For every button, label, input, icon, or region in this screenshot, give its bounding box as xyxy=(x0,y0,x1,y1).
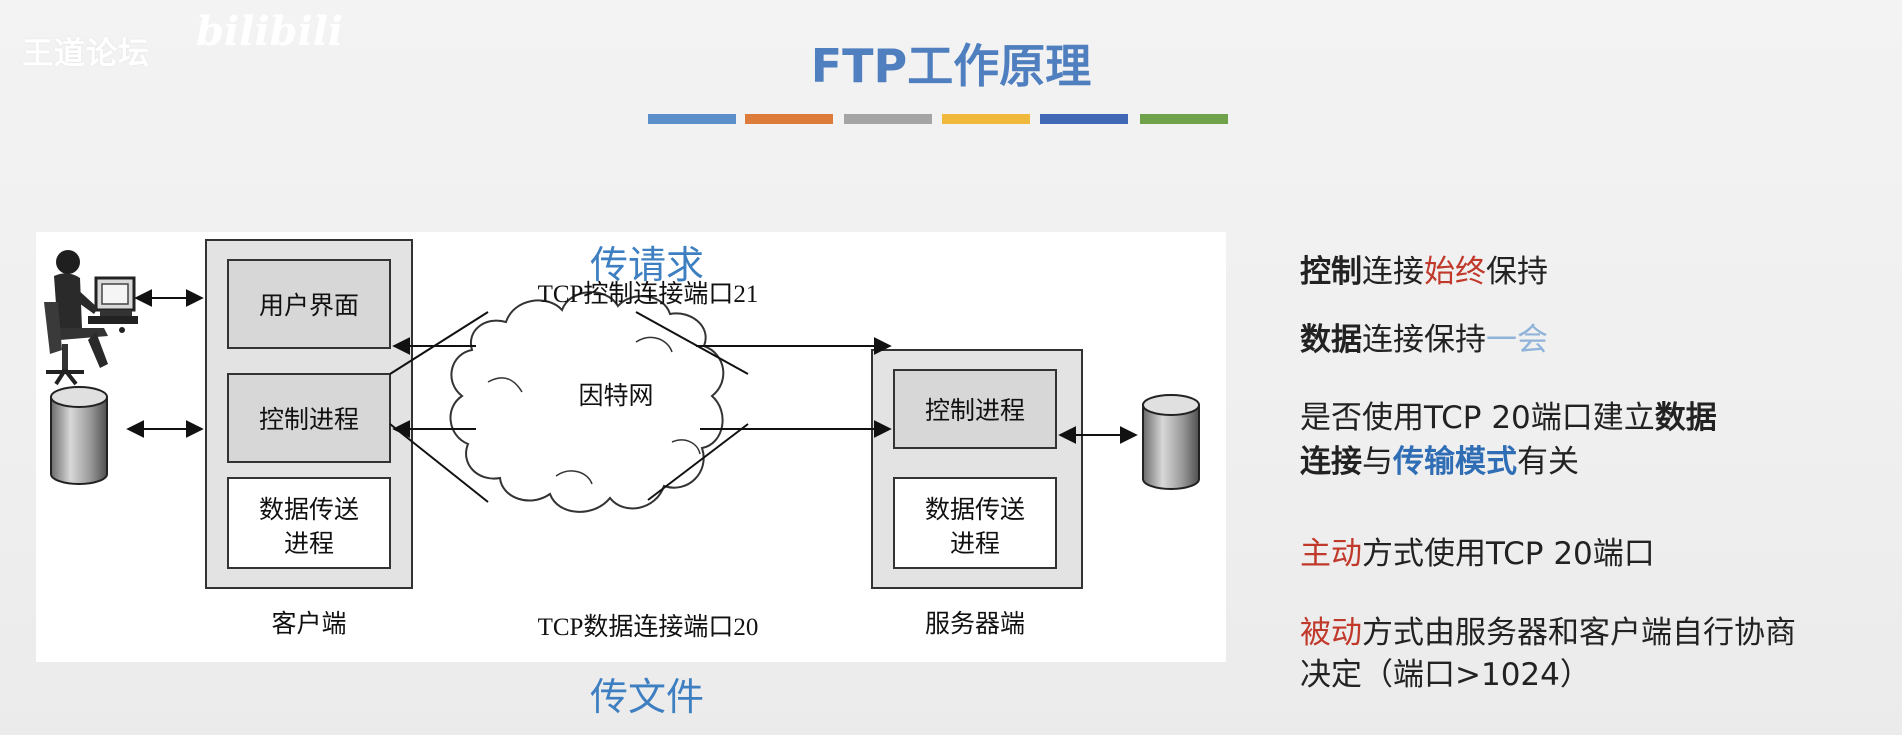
control-conn-left-line xyxy=(389,311,489,375)
server-control-process-label: 控制进程 xyxy=(925,397,1025,425)
note-5-highlight: 主动 xyxy=(1300,536,1362,572)
note-3-text: 是否使用TCP 20端口建立 xyxy=(1300,400,1655,436)
client-data-process-label-1: 数据传送 xyxy=(259,496,359,524)
annotation-request: 传请求 xyxy=(590,243,705,287)
client-database-icon xyxy=(50,386,108,485)
server-database-icon xyxy=(1142,394,1200,490)
data-conn-label: TCP数据连接端口20 xyxy=(538,613,759,641)
note-active-mode: 主动方式使用TCP 20端口 xyxy=(1300,533,1655,575)
cloud-detail xyxy=(487,336,701,485)
color-bar-3 xyxy=(844,114,932,124)
client-control-process-box xyxy=(227,373,391,463)
control-conn-label: TCP控制连接端口21 xyxy=(538,280,759,308)
note-2-highlight: 一会 xyxy=(1486,322,1548,358)
note-4-highlight: 传输模式 xyxy=(1393,444,1517,480)
annotation-file: 传文件 xyxy=(590,675,705,719)
watermark: 王道论坛 xyxy=(22,36,150,72)
note-2-bold: 数据 xyxy=(1300,322,1362,358)
control-conn-right-line xyxy=(635,311,749,375)
user-computer-icon xyxy=(44,250,138,386)
note-7-text: 决定（端口>1024） xyxy=(1300,657,1591,693)
client-user-interface-label: 用户界面 xyxy=(259,292,359,320)
color-bar-4 xyxy=(942,114,1030,124)
color-bar-6 xyxy=(1140,114,1228,124)
note-control-connection: 控制连接始终保持 xyxy=(1300,251,1548,293)
note-data-connection: 数据连接保持一会 xyxy=(1300,319,1548,361)
note-1-bold: 控制 xyxy=(1300,254,1362,290)
server-data-process-box xyxy=(893,477,1057,569)
client-control-process-label: 控制进程 xyxy=(259,406,359,434)
note-5-text: 方式使用TCP 20端口 xyxy=(1362,536,1655,572)
client-user-interface-box xyxy=(227,259,391,349)
note-4-text: 与 xyxy=(1362,444,1393,480)
note-passive-mode-line2: 决定（端口>1024） xyxy=(1300,654,1591,696)
client-data-process-box xyxy=(227,477,391,569)
watermark-signature: bilibili xyxy=(196,8,344,55)
note-port20-line2: 连接与传输模式有关 xyxy=(1300,441,1579,483)
server-data-process-label-2: 进程 xyxy=(950,530,1000,558)
color-bar-1 xyxy=(648,114,736,124)
internet-cloud xyxy=(449,291,725,513)
ftp-diagram: 用户界面 控制进程 数据传送 进程 控制进程 数据传送 进程 因特网 TCP控制… xyxy=(36,232,1226,662)
color-bar-5 xyxy=(1040,114,1128,124)
client-label: 客户端 xyxy=(271,610,346,638)
client-data-process-label-2: 进程 xyxy=(284,530,334,558)
note-1-text: 连接 xyxy=(1362,254,1424,290)
server-control-process-box xyxy=(893,369,1057,449)
note-3-bold: 数据 xyxy=(1654,400,1717,436)
note-passive-mode-line1: 被动方式由服务器和客户端自行协商 xyxy=(1300,612,1796,654)
note-6-highlight: 被动 xyxy=(1300,615,1362,651)
note-4-bold: 连接 xyxy=(1300,444,1362,480)
page-title: FTP工作原理 xyxy=(810,39,1092,93)
server-label: 服务器端 xyxy=(925,610,1025,638)
internet-label: 因特网 xyxy=(578,382,653,410)
note-2-text: 连接保持 xyxy=(1362,322,1486,358)
note-port20-line1: 是否使用TCP 20端口建立数据 xyxy=(1300,397,1717,439)
server-data-process-label-1: 数据传送 xyxy=(925,496,1025,524)
color-bar-2 xyxy=(745,114,833,124)
data-conn-right-line xyxy=(647,423,749,501)
note-6-text: 方式由服务器和客户端自行协商 xyxy=(1362,615,1796,651)
note-1-end: 保持 xyxy=(1486,254,1548,290)
note-4-end: 有关 xyxy=(1517,444,1579,480)
note-1-highlight: 始终 xyxy=(1424,254,1486,290)
